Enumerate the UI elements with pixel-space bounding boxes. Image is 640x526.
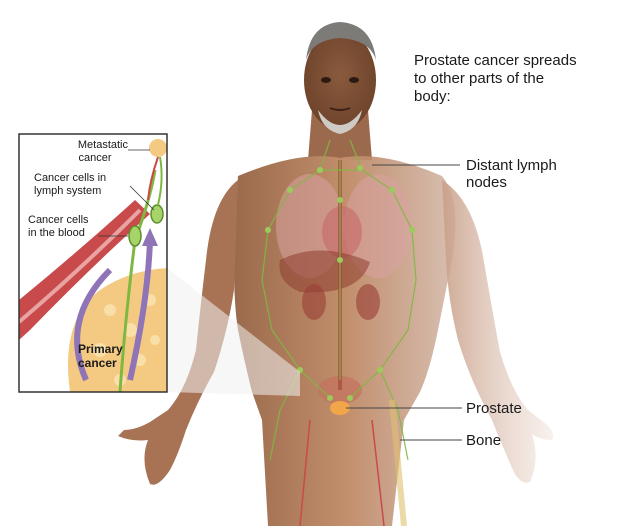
heading-line-1: Prostate cancer spreads bbox=[414, 52, 634, 70]
diagram-heading: Prostate cancer spreads to other parts o… bbox=[414, 52, 634, 106]
heading-line-2: to other parts of the bbox=[414, 70, 634, 88]
label-bone: Bone bbox=[466, 432, 501, 449]
label-distant-lymph-nodes: Distant lymph nodes bbox=[466, 157, 557, 191]
label-cancer-cells-blood: Cancer cells in the blood bbox=[28, 214, 100, 240]
metastatic-cancer-line-1: Metastatic bbox=[62, 139, 128, 152]
cancer-cells-blood-line-1: Cancer cells bbox=[28, 214, 100, 227]
label-prostate: Prostate bbox=[466, 400, 522, 417]
label-cancer-cells-lymph: Cancer cells in lymph system bbox=[34, 172, 130, 198]
distant-lymph-nodes-line-1: Distant lymph bbox=[466, 157, 557, 174]
label-metastatic-cancer: Metastatic cancer bbox=[62, 139, 128, 165]
label-primary-cancer: Primary cancer bbox=[78, 342, 123, 370]
cancer-cells-blood-line-2: in the blood bbox=[28, 227, 100, 240]
distant-lymph-nodes-line-2: nodes bbox=[466, 174, 557, 191]
primary-cancer-line-2: cancer bbox=[78, 356, 123, 370]
metastatic-cancer-line-2: cancer bbox=[62, 152, 128, 165]
cancer-cells-lymph-line-2: lymph system bbox=[34, 185, 130, 198]
heading-line-3: body: bbox=[414, 88, 634, 106]
cancer-cells-lymph-line-1: Cancer cells in bbox=[34, 172, 130, 185]
primary-cancer-line-1: Primary bbox=[78, 342, 123, 356]
